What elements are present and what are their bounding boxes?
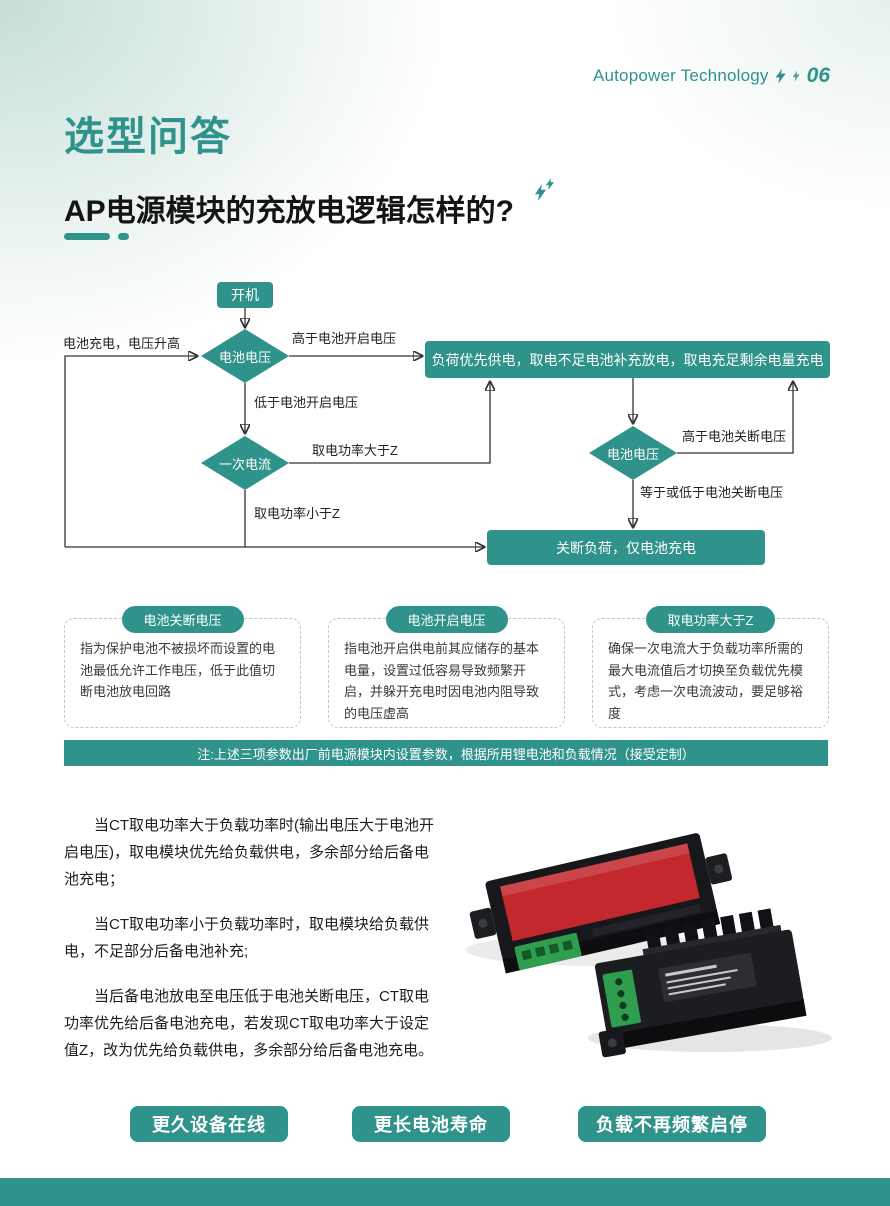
definition-card-power-gt-z: 取电功率大于Z 确保一次电流大于负载功率所需的最大电流值后才切换至负载优先模式，… [592, 606, 829, 728]
paragraph: 当CT取电功率大于负载功率时(输出电压大于电池开启电压)，取电模块优先给负载供电… [64, 817, 434, 888]
lightning-icon [792, 70, 800, 82]
benefit-pill-device-online: 更久设备在线 [130, 1106, 288, 1142]
paragraph: 当CT取电功率小于负载功率时，取电模块给负载供电，不足部分后备电池补充; [64, 916, 429, 960]
brand-name: Autopower Technology [592, 66, 769, 85]
page-number: 06 [806, 64, 830, 87]
product-image [466, 833, 832, 1058]
definition-card-start-voltage: 电池开启电压 指电池开启供电前其应储存的基本电量，设置过低容易导致频繁开启，并躲… [328, 606, 565, 728]
flow-label-above-cutoff: 高于电池关断电压 [682, 429, 787, 444]
lightning-icon [546, 178, 554, 190]
flow-node-start: 开机 [217, 282, 273, 308]
factory-note-bar: 注:上述三项参数出厂前电源模块内设置参数，根据所用锂电池和负载情况（接受定制） [64, 740, 828, 766]
flow-label-above-start: 高于电池开启电压 [292, 331, 397, 346]
page-title: 选型问答 [64, 115, 232, 159]
power-module-back [469, 833, 733, 974]
benefit-pill-no-restarts: 负载不再频繁启停 [578, 1106, 766, 1142]
title-underline [64, 233, 110, 240]
title-underline-dot [118, 233, 129, 240]
power-module-front [594, 908, 807, 1058]
lightning-icon [775, 68, 786, 84]
flow-label-at-below-cutoff: 等于或低于电池关断电压 [640, 485, 784, 500]
card-body-text: 指为保护电池不被损坏而设置的电池最低允许工作电压，低于此值切断电池放电回路 [80, 641, 276, 700]
card-body-text: 指电池开启供电前其应储存的基本电量，设置过低容易导致频繁开启，并躲开充电时因电池… [344, 641, 540, 721]
card-title-badge: 取电功率大于Z [645, 606, 776, 633]
lightning-icon [535, 184, 546, 201]
flow-label-below-start: 低于电池开启电压 [254, 395, 359, 410]
definition-card-cutoff-voltage: 电池关断电压 指为保护电池不被损坏而设置的电池最低允许工作电压，低于此值切断电池… [64, 606, 301, 728]
flow-node-load-priority: 负荷优先供电，取电不足电池补充放电，取电充足剩余电量充电 [425, 341, 830, 378]
flow-label-charge-rise: 电池充电，电压升高 [63, 336, 181, 351]
paragraph: 当后备电池放电至电压低于电池关断电压，CT取电功率优先给后备电池充电，若发现CT… [64, 988, 434, 1059]
footer-bar [0, 1178, 890, 1206]
charge-discharge-flowchart: 开机 电池电压 负荷优先供电，取电不足电池补充放电，取电充足剩余电量充电 一次电… [0, 270, 890, 600]
flow-label-power-gt-z: 取电功率大于Z [312, 443, 398, 458]
flow-label-power-lt-z: 取电功率小于Z [254, 506, 340, 521]
page-header: Autopower Technology 06 [593, 64, 830, 88]
page-subtitle: AP电源模块的充放电逻辑怎样的? [64, 195, 514, 228]
card-title-badge: 电池开启电压 [385, 606, 508, 633]
flow-node-cutoff: 关断负荷，仅电池充电 [487, 530, 765, 565]
body-copy: 当CT取电功率大于负载功率时(输出电压大于电池开启电压)，取电模块优先给负载供电… [64, 812, 440, 1082]
flowchart-connectors [64, 308, 890, 600]
benefit-pill-battery-life: 更长电池寿命 [352, 1106, 510, 1142]
card-body-text: 确保一次电流大于负载功率所需的最大电流值后才切换至负载优先模式，考虑一次电流波动… [608, 641, 804, 721]
card-title-badge: 电池关断电压 [121, 606, 244, 633]
